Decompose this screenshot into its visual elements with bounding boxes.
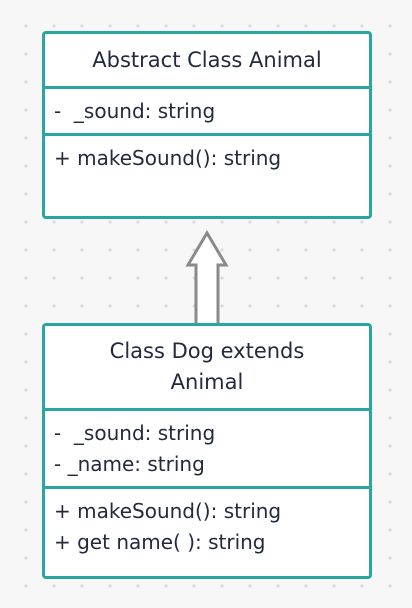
attribute-row: - _name: string bbox=[54, 452, 205, 476]
class-header-dog: Class Dog extends Animal bbox=[45, 326, 369, 411]
attributes-section-dog: - _sound: string - _name: string bbox=[45, 411, 369, 486]
method-row: + makeSound(): string bbox=[54, 499, 282, 523]
class-title-dog-line: Animal bbox=[170, 370, 244, 394]
method-row: + get name( ): string bbox=[54, 530, 266, 554]
class-header-animal: Abstract Class Animal bbox=[45, 34, 369, 89]
methods-section-animal: + makeSound(): string bbox=[45, 133, 369, 180]
attribute-row: - _sound: string bbox=[54, 99, 216, 123]
method-row: + makeSound(): string bbox=[54, 146, 282, 170]
class-title-dog-line: Class Dog extends bbox=[109, 339, 305, 363]
attributes-section-animal: - _sound: string bbox=[45, 89, 369, 133]
class-title-animal: Abstract Class Animal bbox=[92, 47, 322, 72]
attribute-row: - _sound: string bbox=[54, 421, 216, 445]
methods-section-dog: + makeSound(): string + get name( ): str… bbox=[45, 486, 369, 564]
class-box-dog[interactable]: Class Dog extends Animal - _sound: strin… bbox=[42, 323, 372, 579]
class-box-animal[interactable]: Abstract Class Animal - _sound: string +… bbox=[42, 31, 372, 219]
